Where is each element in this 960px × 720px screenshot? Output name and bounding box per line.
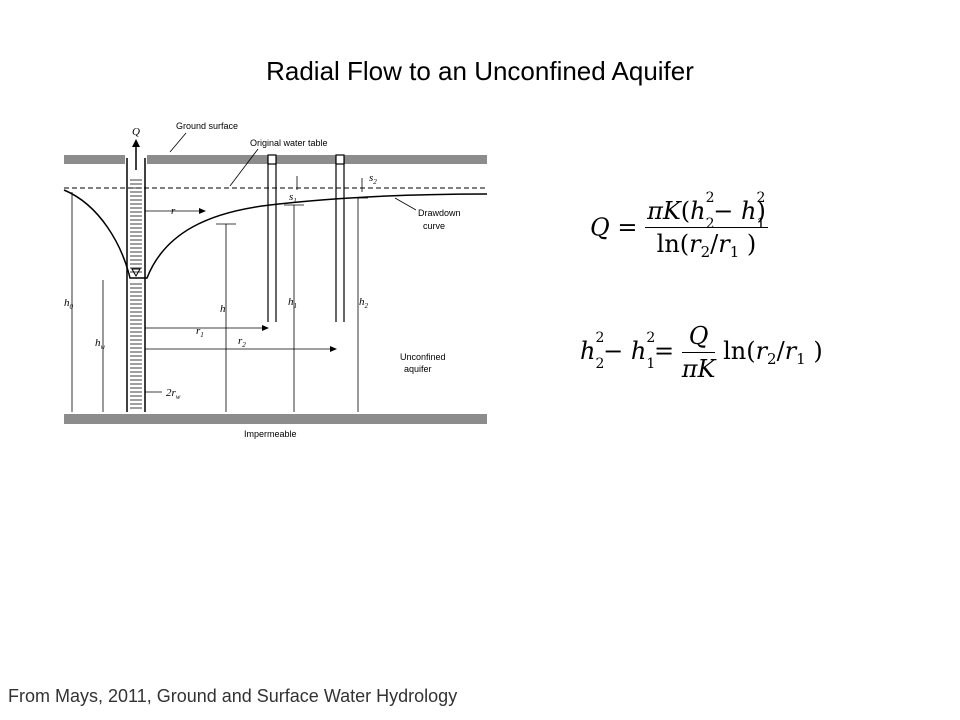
- unconfined-aquifer-label-line2: aquifer: [404, 364, 432, 374]
- observation-well-1: [267, 154, 277, 322]
- r1-dimension-arrowhead: [262, 325, 269, 331]
- ground-surface-band-right: [147, 155, 487, 164]
- eq1-equals: =: [617, 213, 638, 242]
- impermeable-label: Impermeable: [244, 429, 297, 439]
- drawdown-curve-label-line1: Drawdown: [418, 208, 461, 218]
- r-label: r: [171, 205, 176, 217]
- slide-title: Radial Flow to an Unconfined Aquifer: [266, 56, 694, 86]
- observation-well-2: [335, 154, 345, 322]
- q-label: Q: [132, 126, 140, 138]
- ground-surface-label: Ground surface: [176, 121, 238, 131]
- hw-label: hw: [95, 337, 106, 351]
- s2-label: s2: [369, 172, 377, 186]
- h-label: h: [220, 303, 226, 315]
- drawdown-curve-label-line2: curve: [423, 221, 445, 231]
- eq1-lhs: Q: [590, 213, 610, 242]
- ground-surface-band-left: [64, 155, 125, 164]
- eq2-denominator: πK: [681, 355, 716, 383]
- r1-label: r1: [196, 325, 204, 339]
- source-credit: From Mays, 2011, Ground and Surface Wate…: [8, 686, 458, 706]
- eq2-minus: −: [603, 337, 624, 365]
- eq2-fraction: Q πK: [681, 322, 716, 383]
- drawdown-curve: [63, 189, 488, 279]
- r2-label: r2: [238, 335, 246, 349]
- h2-label: h2: [359, 296, 369, 310]
- s1-label: s1: [289, 191, 297, 205]
- two-rw-label: 2rw: [166, 387, 181, 401]
- eq2-numerator: Q: [681, 322, 716, 353]
- original-water-table-leader: [229, 148, 259, 187]
- well-water-level-marker: [131, 268, 141, 278]
- drawdown-curve-leader: [394, 197, 417, 211]
- eq2-equals: =: [653, 337, 675, 365]
- h0-label: h0: [64, 297, 74, 311]
- unconfined-aquifer-label-line1: Unconfined: [400, 352, 446, 362]
- ground-surface-leader: [169, 132, 187, 153]
- original-water-table-label: Original water table: [250, 138, 328, 148]
- eq1-denominator: ln(r2/r1 ): [656, 230, 757, 261]
- impermeable-base: [64, 414, 487, 424]
- eq2-log-term: ln(r2/r1 ): [723, 337, 823, 368]
- h1-label: h1: [288, 296, 297, 310]
- r-dimension-arrowhead: [199, 208, 206, 214]
- discharge-arrowhead: [132, 139, 140, 147]
- well-screen: [130, 179, 142, 409]
- r2-dimension-arrowhead: [330, 346, 337, 352]
